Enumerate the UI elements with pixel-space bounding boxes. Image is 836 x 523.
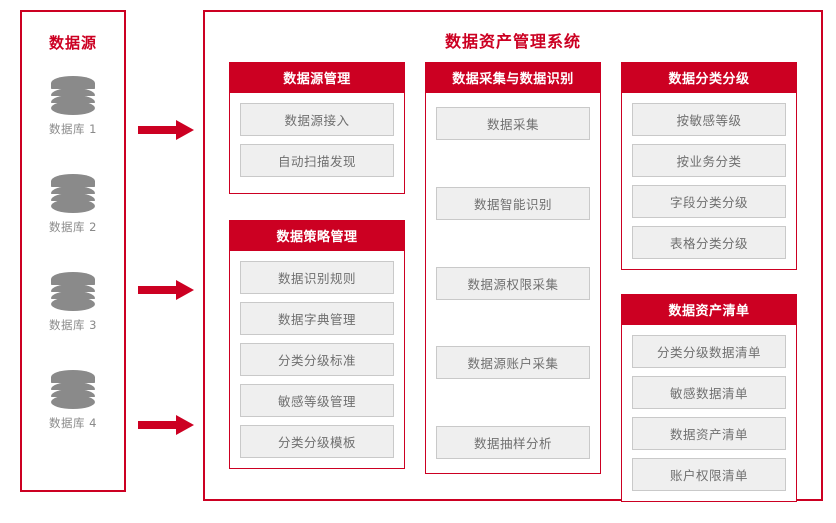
list-item[interactable]: 数据库 3 [22, 271, 124, 369]
column-classification: 数据分类分级 按敏感等级 按业务分类 字段分类分级 表格分类分级 数据资产清单 … [621, 62, 797, 502]
menu-item[interactable]: 账户权限清单 [632, 458, 786, 491]
menu-item[interactable]: 数据源权限采集 [436, 266, 590, 300]
arrow-right-icon [138, 279, 194, 301]
data-source-panel: 数据源 数据库 1 [20, 10, 126, 492]
database-icon [47, 271, 99, 313]
menu-item[interactable]: 字段分类分级 [632, 185, 786, 218]
menu-item[interactable]: 数据资产清单 [632, 417, 786, 450]
group-body: 数据识别规则 数据字典管理 分类分级标准 敏感等级管理 分类分级模板 [229, 251, 405, 469]
group-header: 数据采集与数据识别 [425, 62, 601, 93]
menu-item[interactable]: 数据智能识别 [436, 186, 590, 220]
group-datasource-management: 数据源管理 数据源接入 自动扫描发现 [229, 62, 405, 194]
group-header: 数据策略管理 [229, 220, 405, 251]
group-body: 数据源接入 自动扫描发现 [229, 93, 405, 194]
menu-item[interactable]: 数据源账户采集 [436, 346, 590, 380]
database-label: 数据库 4 [49, 416, 97, 430]
database-label: 数据库 1 [49, 122, 97, 136]
system-panel: 数据资产管理系统 数据源管理 数据源接入 自动扫描发现 数据策略管理 数据识别规… [203, 10, 823, 502]
group-body: 分类分级数据清单 敏感数据清单 数据资产清单 账户权限清单 [621, 325, 797, 502]
system-columns: 数据源管理 数据源接入 自动扫描发现 数据策略管理 数据识别规则 数据字典管理 … [205, 62, 821, 502]
database-label: 数据库 3 [49, 318, 97, 332]
menu-item[interactable]: 按业务分类 [632, 144, 786, 177]
menu-item[interactable]: 分类分级模板 [240, 425, 394, 458]
database-icon [47, 75, 99, 117]
list-item[interactable]: 数据库 1 [22, 75, 124, 173]
menu-item[interactable]: 自动扫描发现 [240, 144, 394, 177]
menu-item[interactable]: 数据字典管理 [240, 302, 394, 335]
menu-item[interactable]: 数据识别规则 [240, 261, 394, 294]
database-list: 数据库 1 数据库 2 [22, 75, 124, 467]
list-item[interactable]: 数据库 2 [22, 173, 124, 271]
group-data-asset-inventory: 数据资产清单 分类分级数据清单 敏感数据清单 数据资产清单 账户权限清单 [621, 294, 797, 502]
menu-item[interactable]: 数据抽样分析 [436, 426, 590, 459]
database-icon [47, 369, 99, 411]
column-datasource: 数据源管理 数据源接入 自动扫描发现 数据策略管理 数据识别规则 数据字典管理 … [229, 62, 405, 474]
arrow-right-icon [138, 119, 194, 141]
group-data-collection-identification: 数据采集与数据识别 数据采集 数据智能识别 数据源权限采集 数据源账户采集 数据… [425, 62, 601, 474]
menu-item[interactable]: 敏感数据清单 [632, 376, 786, 409]
database-label: 数据库 2 [49, 220, 97, 234]
menu-item[interactable]: 数据源接入 [240, 103, 394, 136]
group-header: 数据源管理 [229, 62, 405, 93]
menu-item[interactable]: 分类分级标准 [240, 343, 394, 376]
menu-item[interactable]: 数据采集 [436, 107, 590, 140]
menu-item[interactable]: 表格分类分级 [632, 226, 786, 259]
group-body: 按敏感等级 按业务分类 字段分类分级 表格分类分级 [621, 93, 797, 270]
menu-item[interactable]: 敏感等级管理 [240, 384, 394, 417]
list-item[interactable]: 数据库 4 [22, 369, 124, 467]
database-icon [47, 173, 99, 215]
group-body: 数据采集 数据智能识别 数据源权限采集 数据源账户采集 数据抽样分析 [425, 93, 601, 474]
column-collection: 数据采集与数据识别 数据采集 数据智能识别 数据源权限采集 数据源账户采集 数据… [425, 62, 601, 474]
group-data-policy-management: 数据策略管理 数据识别规则 数据字典管理 分类分级标准 敏感等级管理 分类分级模… [229, 220, 405, 469]
group-header: 数据资产清单 [621, 294, 797, 325]
group-header: 数据分类分级 [621, 62, 797, 93]
arrow-right-icon [138, 414, 194, 436]
menu-item[interactable]: 按敏感等级 [632, 103, 786, 136]
menu-item[interactable]: 分类分级数据清单 [632, 335, 786, 368]
page-title: 数据资产管理系统 [444, 32, 581, 51]
data-source-title: 数据源 [48, 34, 97, 52]
group-data-classification: 数据分类分级 按敏感等级 按业务分类 字段分类分级 表格分类分级 [621, 62, 797, 270]
